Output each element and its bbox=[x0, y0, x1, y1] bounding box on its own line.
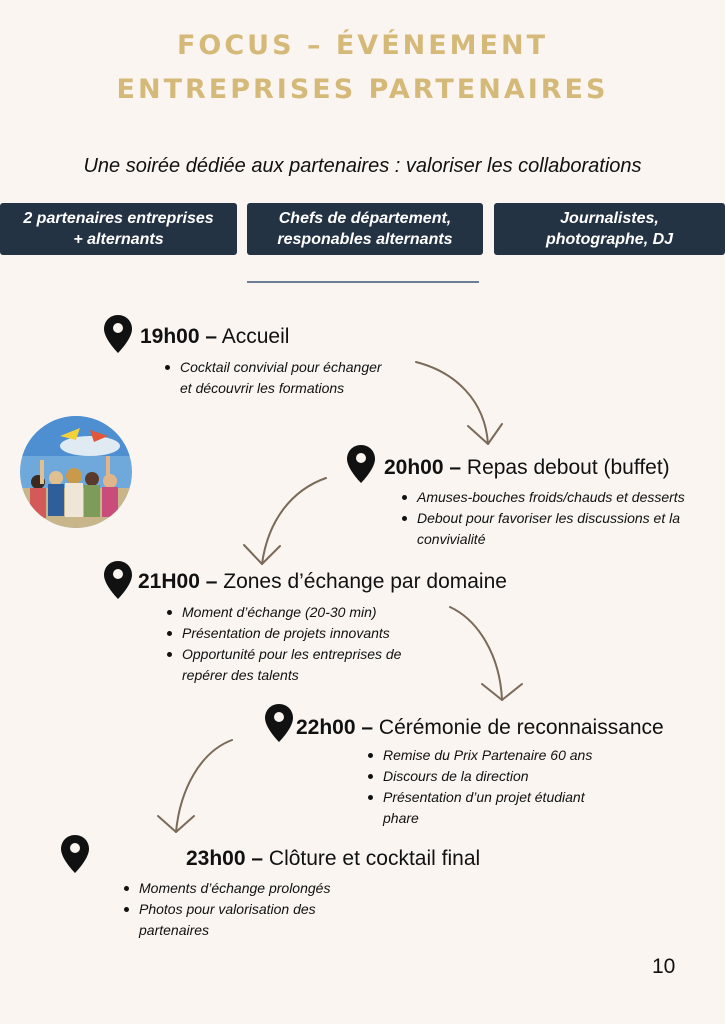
event-label: Zones d’échange par domaine bbox=[223, 570, 507, 593]
badge-partners: 2 partenaires entreprises + alternants bbox=[0, 203, 237, 255]
bullet-line: convivialité bbox=[417, 531, 486, 547]
map-pin-icon bbox=[104, 315, 132, 353]
bullet-line: Amuses-bouches froids/chauds et desserts bbox=[417, 489, 685, 505]
timeline-heading-2000: 20h00 – Repas debout (buffet) bbox=[384, 456, 670, 480]
badge-department-heads-line2: responables alternants bbox=[277, 231, 453, 248]
map-pin-icon bbox=[61, 835, 89, 873]
list-item: Debout pour favoriser les discussions et… bbox=[400, 508, 685, 550]
curved-arrow-icon bbox=[243, 477, 327, 565]
divider bbox=[247, 281, 479, 283]
list-item: Discours de la direction bbox=[366, 766, 592, 787]
map-pin-icon bbox=[347, 445, 375, 483]
list-item: Présentation de projets innovants bbox=[165, 623, 401, 644]
timeline-heading-2300: 23h00 – Clôture et cocktail final bbox=[186, 847, 480, 871]
badge-press: Journalistes, photographe, DJ bbox=[494, 203, 725, 255]
bullet-line: Présentation d’un projet étudiant bbox=[383, 789, 585, 805]
timeline-heading-1900: 19h00 – Accueil bbox=[140, 325, 289, 349]
bullet-line: Opportunité pour les entreprises de bbox=[182, 646, 402, 662]
time-label: 21H00 – bbox=[138, 570, 218, 593]
bullet-line: partenaires bbox=[139, 922, 210, 938]
timeline-heading-2100: 21H00 – Zones d’échange par domaine bbox=[138, 570, 507, 594]
badge-department-heads: Chefs de département, responables alterna… bbox=[247, 203, 483, 255]
list-item: Opportunité pour les entreprises de repér… bbox=[165, 644, 401, 686]
time-label: 19h00 – bbox=[140, 325, 218, 348]
bullet-list-1900: Cocktail convivial pour échanger et décou… bbox=[163, 357, 382, 399]
badge-department-heads-line1: Chefs de département, bbox=[278, 210, 452, 227]
list-item: Cocktail convivial pour échanger et décou… bbox=[163, 357, 382, 399]
curved-arrow-icon bbox=[415, 361, 503, 445]
badge-partners-line1: 2 partenaires entreprises bbox=[23, 210, 214, 227]
bullet-line: Debout pour favoriser les discussions et… bbox=[417, 510, 681, 526]
bullet-line: Moments d’échange prolongés bbox=[139, 880, 331, 896]
curved-arrow-icon bbox=[157, 739, 233, 833]
timeline-heading-2200: 22h00 – Cérémonie de reconnaissance bbox=[296, 716, 664, 740]
badge-press-line2: photographe, DJ bbox=[545, 231, 674, 248]
curved-arrow-icon bbox=[449, 606, 523, 701]
page-title-line1: FOCUS – ÉVÉNEMENT bbox=[176, 30, 549, 61]
bullet-line: repérer des talents bbox=[182, 667, 299, 683]
bullet-line: phare bbox=[383, 810, 419, 826]
event-label: Clôture et cocktail final bbox=[268, 847, 481, 870]
crowd-photo bbox=[20, 416, 132, 528]
list-item: Remise du Prix Partenaire 60 ans bbox=[366, 745, 592, 766]
bullet-line: Présentation de projets innovants bbox=[182, 625, 390, 641]
badge-partners-line2: + alternants bbox=[73, 231, 164, 248]
page-number: 10 bbox=[652, 955, 676, 978]
bullet-line: et découvrir les formations bbox=[180, 380, 345, 396]
map-pin-icon bbox=[104, 561, 132, 599]
time-label: 23h00 – bbox=[186, 847, 264, 870]
badge-press-line1: Journalistes, bbox=[560, 210, 659, 227]
page-subtitle: Une soirée dédiée aux partenaires : valo… bbox=[83, 155, 642, 177]
page-title-line2: ENTREPRISES PARTENAIRES bbox=[116, 74, 609, 105]
bullet-line: Photos pour valorisation des bbox=[139, 901, 316, 917]
bullet-list-2100: Moment d’échange (20-30 min) Présentatio… bbox=[165, 602, 401, 686]
time-label: 22h00 – bbox=[296, 716, 374, 739]
list-item: Présentation d’un projet étudiant phare bbox=[366, 787, 592, 829]
event-label: Accueil bbox=[221, 325, 290, 348]
map-pin-icon bbox=[265, 704, 293, 742]
bullet-list-2300: Moments d’échange prolongés Photos pour … bbox=[122, 878, 330, 941]
bullet-line: Moment d’échange (20-30 min) bbox=[182, 604, 377, 620]
list-item: Moments d’échange prolongés bbox=[122, 878, 330, 899]
time-label: 20h00 – bbox=[384, 456, 462, 479]
bullet-list-2200: Remise du Prix Partenaire 60 ans Discour… bbox=[366, 745, 592, 829]
list-item: Moment d’échange (20-30 min) bbox=[165, 602, 401, 623]
bullet-line: Remise du Prix Partenaire 60 ans bbox=[383, 747, 593, 763]
bullet-line: Cocktail convivial pour échanger bbox=[180, 359, 382, 375]
list-item: Photos pour valorisation des partenaires bbox=[122, 899, 330, 941]
bullet-line: Discours de la direction bbox=[383, 768, 529, 784]
event-label: Repas debout (buffet) bbox=[466, 456, 670, 479]
event-label: Cérémonie de reconnaissance bbox=[378, 716, 664, 739]
bullet-list-2000: Amuses-bouches froids/chauds et desserts… bbox=[400, 487, 685, 550]
list-item: Amuses-bouches froids/chauds et desserts bbox=[400, 487, 685, 508]
